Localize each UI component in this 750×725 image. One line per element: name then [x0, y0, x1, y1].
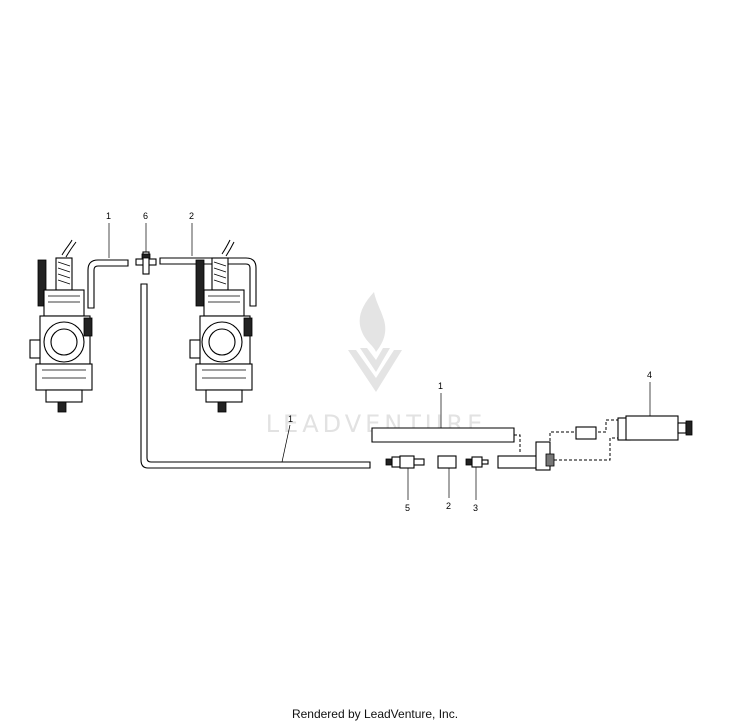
leader-line-1-mid [281, 424, 291, 463]
carburetor-right [189, 239, 253, 413]
callout-6: 6 [143, 211, 148, 221]
fuel-filter [617, 415, 693, 441]
carburetor-left [29, 239, 93, 413]
leader-lines [108, 223, 651, 500]
connector-tube [437, 455, 457, 469]
hose-fitting [465, 456, 489, 468]
small-connector [575, 426, 597, 440]
leadventure-logo-icon [348, 292, 402, 392]
callout-5: 5 [405, 503, 410, 513]
footer-credit: Rendered by LeadVenture, Inc. [291, 707, 459, 721]
callout-1-mid: 1 [288, 414, 293, 424]
dashed-connection [514, 419, 620, 461]
outlet-assembly [497, 441, 555, 471]
watermark: LEADVENTURE [266, 292, 482, 438]
callout-4: 4 [647, 370, 652, 380]
callout-3: 3 [473, 503, 478, 513]
vent-hose-left [87, 259, 129, 309]
check-valve [385, 455, 425, 469]
callout-2-top: 2 [189, 211, 194, 221]
callouts: 1 6 2 1 4 1 5 2 3 [106, 211, 652, 513]
vent-hose-right [159, 257, 257, 307]
callout-2-bottom: 2 [446, 501, 451, 511]
callout-1-top: 1 [106, 211, 111, 221]
callout-1-right: 1 [438, 381, 443, 391]
straight-hose [371, 427, 515, 443]
tee-fitting [135, 251, 157, 275]
drain-hose-long [140, 283, 371, 469]
